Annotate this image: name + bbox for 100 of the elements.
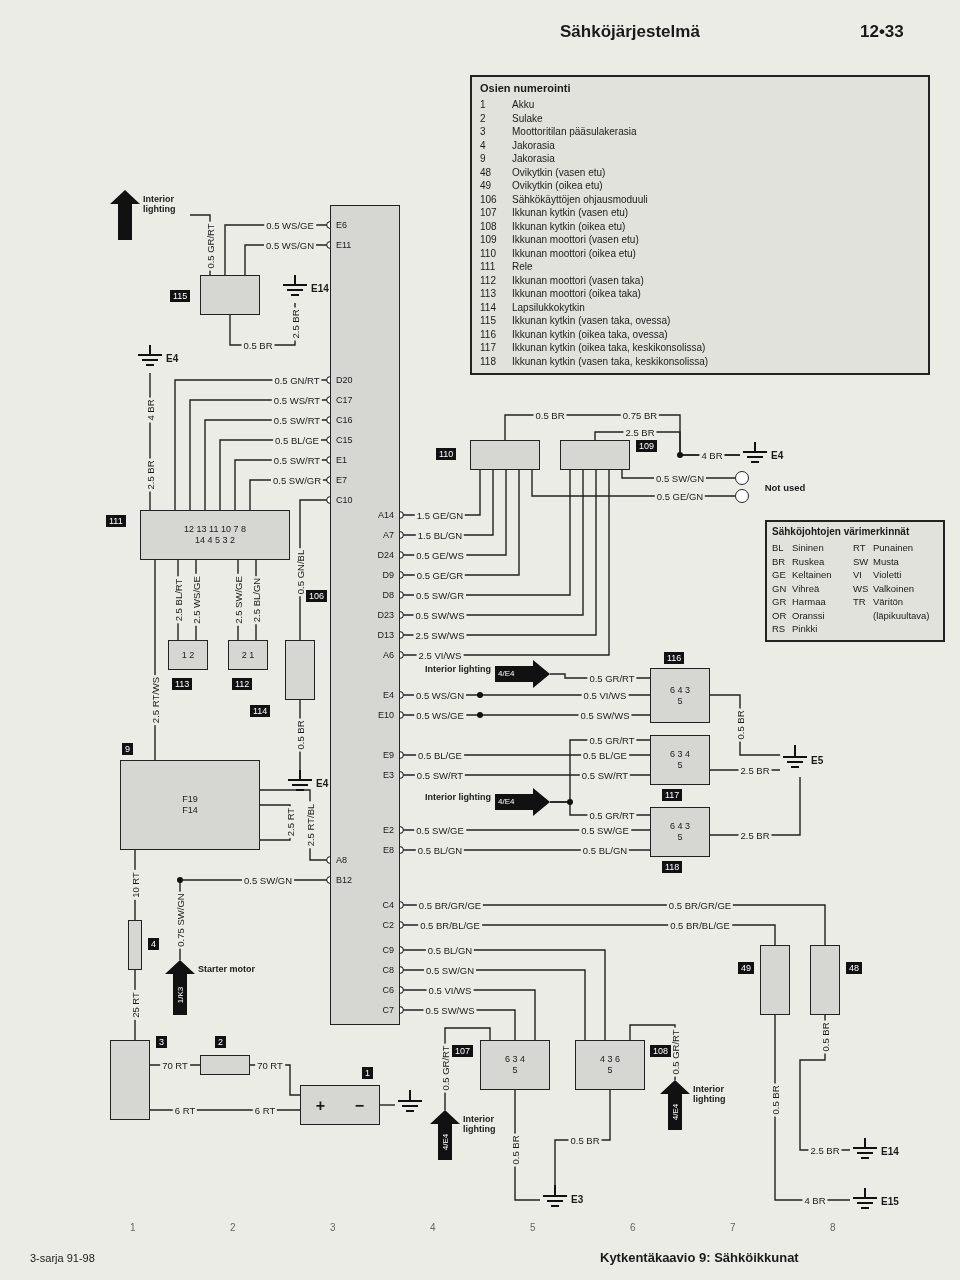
wire [709,769,781,771]
color-code: OR [772,609,787,621]
part-name: Sulake [512,112,543,124]
table-heading: Osien numerointi [480,82,571,94]
wire-label: 0.5 BR/BL/GE [418,919,482,931]
reference-code: 4/E4 [670,1103,680,1121]
wire-label: 0.5 GE/GR [414,569,466,581]
part-name: Ikkunan kytkin (oikea taka, keskikonsolissa) [512,342,706,353]
wire-label: 0.5 WS/GE [264,219,316,231]
wire-label: 0.5 GN/RT [272,374,322,386]
part-number-tag: 117 [662,789,683,801]
reference-caption: Starter motor [198,964,255,974]
pin-label: C9 [382,945,394,955]
part-number-tag: 107 [452,1045,474,1057]
terminal-circle [735,489,749,503]
part-number-tag: 3 [156,1036,167,1048]
part-number: 108 [480,220,497,232]
part-name: Ikkunan kytkin (vasen taka, keskikonsolissa) [512,355,709,367]
part-number: 113 [480,288,496,299]
pin-label: A14 [378,510,394,520]
note-text: Not used [763,481,807,493]
ground-label: E4 [166,353,179,364]
color-name: Väritön [873,596,904,607]
pin-label: C15 [336,435,353,445]
component-box [200,275,260,315]
wire-label: 0.5 GE/GN [654,490,706,502]
reference-caption: Interior lighting [693,1084,727,1104]
part-number: 112 [480,274,496,286]
part-number-tag: 2 [215,1036,226,1048]
part-number-tag: 110 [436,448,457,460]
switch-box [650,735,710,785]
pin-label: E3 [383,770,394,780]
part-number-tag: 9 [122,743,133,755]
pin-label: C7 [382,1005,394,1015]
part-number-tag: 49 [738,962,754,974]
part-number-tag: 1 [362,1067,373,1079]
part-number: 116 [480,328,496,340]
part-name: Ikkunan moottori (oikea etu) [512,247,636,259]
pin-label: E4 [383,690,394,700]
fuse [200,1055,250,1075]
grid-number: 1 [130,1222,136,1233]
wire-label: 2.5 SW/GE [232,574,244,626]
part-number: 111 [480,261,496,272]
pin-label: D24 [377,550,394,560]
part-name: Ikkunan kytkin (oikea etu) [512,220,626,232]
wire-label: 0.5 SW/RT [414,769,466,781]
pin-numbers: 5 [677,832,683,843]
wire-label: 0.5 SW/GE [579,824,631,836]
part-number: 3 [480,126,486,137]
color-name: Harmaa [792,596,826,607]
color-code: RS [772,623,786,634]
wire-label: 0.5 GR/RT [204,221,216,271]
ground-label: E4 [316,778,329,789]
pin-numbers: 12 13 11 10 7 8 [184,524,246,535]
motor-box [470,440,540,470]
reference-caption: Interior lighting [424,792,491,802]
battery-symbol [300,1085,380,1125]
part-number-tag: 114 [250,705,271,717]
part-number: 106 [480,193,497,205]
pin-label: D13 [377,630,394,640]
wire-label: 0.5 VI/WS [581,689,629,701]
terminal-sign: + [315,1099,326,1111]
color-name: Valkoinen [873,582,915,594]
color-code: RT [853,542,866,553]
wire-label: 0.5 SW/WS [423,1004,477,1016]
part-number-tag: 4 [148,938,159,950]
switch-box [575,1040,645,1090]
part-name: Ikkunan moottori (oikea taka) [512,288,641,299]
door-switch-box [760,945,790,1015]
wire [444,1027,491,1111]
color-name: Oranssi [792,609,825,621]
part-number-tag: 112 [232,678,253,690]
wire [134,849,136,921]
pin-label: E8 [383,845,394,855]
pin-numbers: 5 [512,1065,518,1076]
color-code: VI [853,569,862,580]
wire-label: 0.5 GR/RT [669,1027,681,1077]
pin-numbers: 1 2 [181,649,195,661]
color-code: SW [853,555,869,567]
wire-label: 0.5 SW/GE [414,824,466,836]
switch-box [650,807,710,857]
part-number: 1 [480,99,486,110]
pin-numbers: 6 3 4 [505,1054,525,1065]
page-header: Sähköjärjestelmä [560,22,700,42]
color-code: WS [853,582,869,594]
wire [149,1064,201,1066]
part-number: 9 [480,153,486,164]
wire-label: 0.5 WS/GN [264,239,316,251]
wire-label: 0.5 WS/GN [414,689,466,701]
part-number-tag: 109 [636,440,658,452]
pin-label: E10 [378,710,394,720]
color-name: Punainen [873,542,914,553]
part-name: Jakorasia [512,139,555,151]
wire-label: 0.5 GE/WS [414,549,466,561]
part-number: 49 [480,180,492,191]
part-name: Ikkunan kytkin (oikea taka, ovessa) [512,328,668,340]
pin-label: E7 [336,475,347,485]
part-number: 4 [480,139,486,151]
part-number-tag: 48 [846,962,862,974]
reference-code: 4/E4 [498,669,515,678]
